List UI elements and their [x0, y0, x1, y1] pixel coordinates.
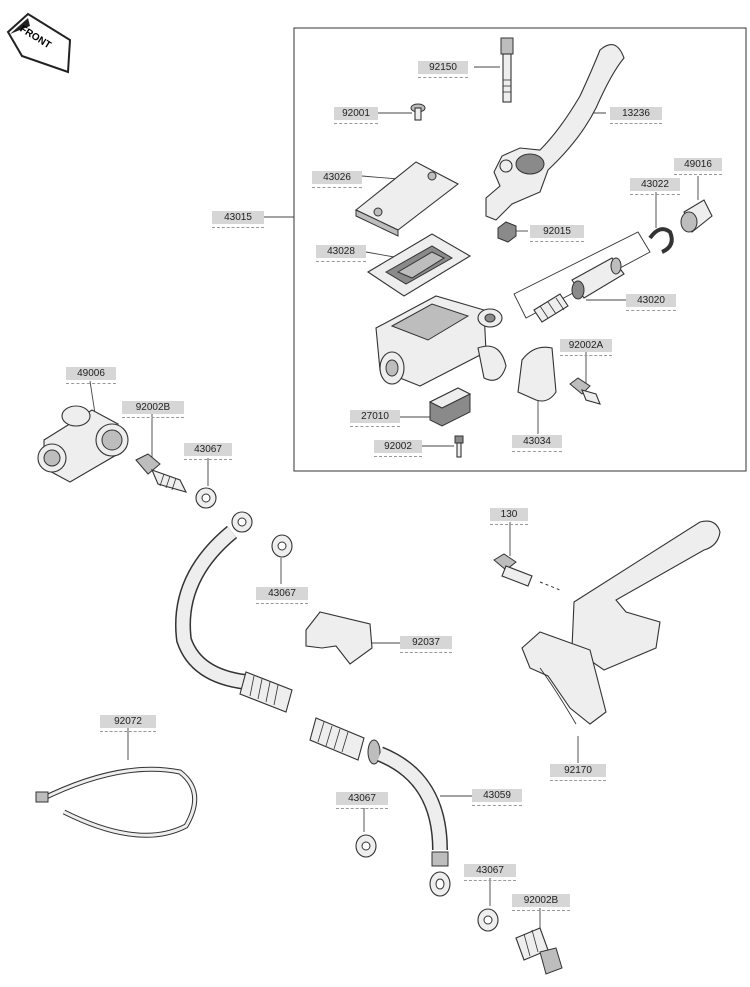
banjo-bolt-92002B-2: [515, 927, 563, 975]
screw-92002: [454, 435, 464, 458]
cable-tie-92072: [38, 766, 198, 838]
bolt-92002A: [569, 377, 601, 405]
part-label-43067-3: 43067: [336, 792, 388, 809]
part-label-49016: 49016: [674, 158, 722, 175]
part-label-43067-2: 43067: [256, 587, 308, 604]
leader-lines: [89, 66, 699, 928]
part-label-92002: 92002: [374, 440, 422, 457]
part-label-43034: 43034: [512, 435, 562, 452]
part-label-92037: 92037: [400, 636, 452, 653]
washer-43067-4: [477, 908, 499, 932]
part-label-43022: 43022: [630, 178, 680, 195]
part-label-92002B-1: 92002B: [122, 401, 184, 418]
boot-49016: [680, 199, 713, 233]
part-label-92002B-2: 92002B: [512, 894, 570, 911]
part-label-49006: 49006: [66, 367, 116, 384]
switch-27010: [428, 387, 472, 427]
clamp-43034: [517, 346, 557, 402]
tee-fitting-49006: [37, 405, 129, 483]
part-label-92170: 92170: [550, 764, 606, 781]
master-cylinder-assembly-box: [293, 27, 747, 472]
screw-92001: [410, 103, 426, 121]
part-label-43067-1: 43067: [184, 443, 232, 460]
part-label-43015: 43015: [212, 211, 264, 228]
part-label-92002A: 92002A: [560, 339, 612, 356]
front-arrow-badge: [6, 12, 72, 74]
piston-kit-43020: [513, 231, 651, 323]
part-label-92072: 92072: [100, 715, 156, 732]
part-label-43028: 43028: [316, 245, 366, 262]
bracket-92170: [521, 520, 721, 725]
washer-43067-1: [195, 487, 217, 509]
part-label-92001: 92001: [334, 107, 378, 124]
part-label-92150: 92150: [418, 61, 468, 78]
circlip-43022: [648, 227, 674, 254]
brake-hose-43059: [309, 717, 451, 897]
nut-92015: [497, 221, 517, 243]
part-label-43020: 43020: [626, 294, 676, 311]
hose-clip-92037: [305, 611, 373, 665]
master-cylinder-body: [375, 295, 507, 387]
brake-hose-upper: [175, 511, 293, 713]
washer-43067-2: [271, 534, 293, 558]
part-label-27010: 27010: [350, 410, 400, 427]
part-label-92015: 92015: [530, 225, 584, 242]
washer-43067-3: [355, 834, 377, 858]
brake-lever-13236: [485, 44, 625, 221]
part-label-43059: 43059: [472, 789, 522, 806]
banjo-bolt-92002B-1: [135, 453, 188, 493]
part-label-130: 130: [490, 508, 528, 525]
pivot-bolt-92150: [500, 37, 514, 103]
bolt-130: [493, 553, 561, 591]
part-label-43067-4: 43067: [464, 864, 516, 881]
part-label-13236: 13236: [610, 107, 662, 124]
part-label-43026: 43026: [312, 171, 362, 188]
